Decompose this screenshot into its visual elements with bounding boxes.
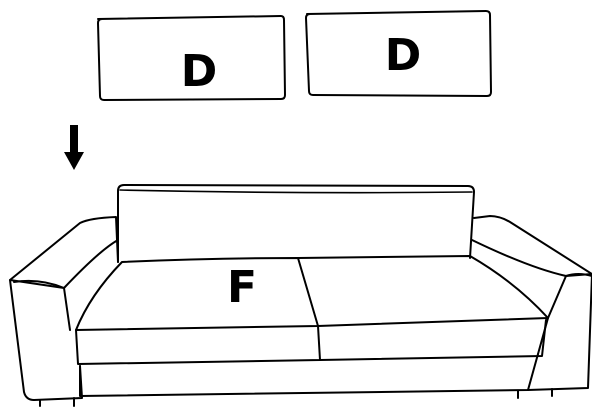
armrest-left [10,280,82,400]
back-cushion-left: D [98,16,285,100]
cushion-label-left: D [181,46,218,97]
seat-cushion-right [298,256,548,326]
sofa: F [10,185,592,406]
down-arrow-icon [64,125,84,170]
back-cushion-right: D [306,11,491,96]
seat-label: F [227,262,257,313]
sofa-backrest [118,185,474,262]
seat-cushion-left [76,258,318,330]
cushion-label-right: D [385,30,422,81]
